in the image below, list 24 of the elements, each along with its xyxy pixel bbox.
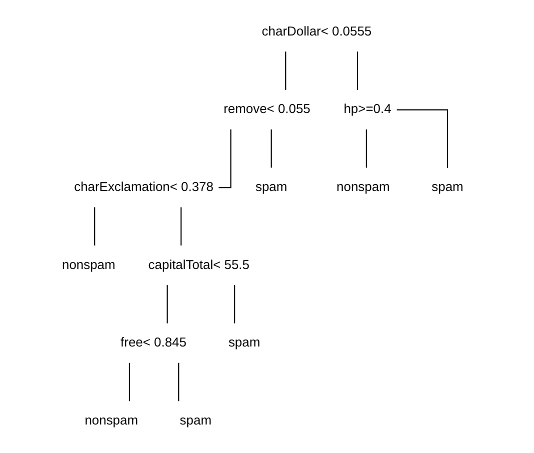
- node-text: charExclamation< 0.378: [74, 178, 214, 194]
- node-text: spam: [180, 412, 212, 428]
- node-text: remove< 0.055: [224, 101, 310, 116]
- connector: [396, 109, 448, 168]
- connector: [178, 362, 180, 402]
- node-text: spam: [432, 178, 464, 194]
- connector: [180, 207, 182, 246]
- node-text: spam: [228, 334, 260, 350]
- node-text: nonspam: [62, 256, 116, 272]
- connector: [356, 52, 358, 90]
- node-text: spam: [255, 178, 288, 194]
- node-text: nonspam: [84, 412, 138, 428]
- connector: [285, 52, 286, 90]
- node-text: free< 0.845: [120, 334, 186, 350]
- connector: [166, 285, 168, 324]
- node-text: capitalTotal< 55.5: [148, 256, 250, 272]
- connector: [94, 207, 96, 246]
- node-text: hp>=0.4: [344, 101, 392, 116]
- connector: [366, 129, 367, 168]
- connector: [270, 129, 272, 168]
- connector: [128, 362, 130, 402]
- node-text: nonspam: [336, 178, 390, 194]
- connector: [234, 285, 236, 324]
- node-text: charDollar< 0.0555: [262, 23, 372, 38]
